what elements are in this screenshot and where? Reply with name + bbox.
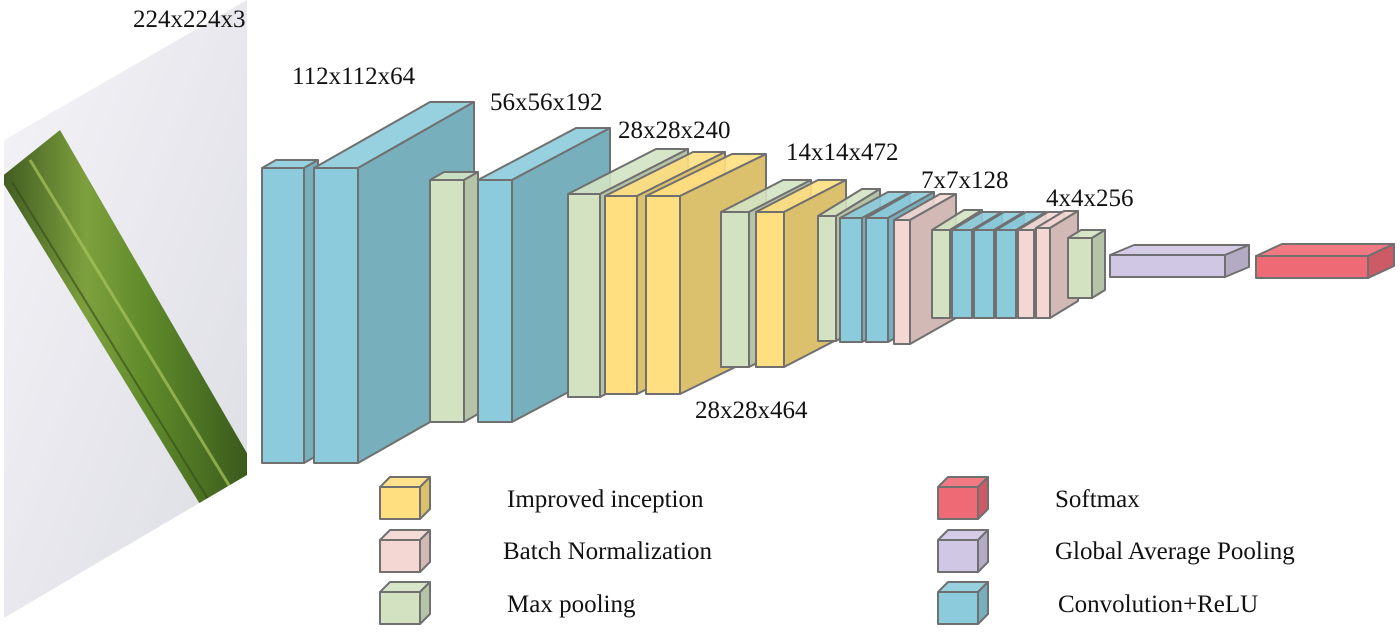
legend-icons [379,476,989,625]
layer-blocks [261,101,1395,464]
input-size-label: 224x224x3 [133,6,246,33]
legend-max-pooling-label: Max pooling [507,591,636,618]
conv1-size-label: 112x112x64 [292,63,416,90]
final-size-label: 4x4x256 [1046,185,1134,212]
legend-convolution-relu-label: Convolution+ReLU [1058,591,1259,618]
conv2-size-label: 56x56x192 [490,89,603,116]
gap-block [1109,244,1250,278]
softmax-block [1255,243,1395,279]
legend-softmax-label: Softmax [1055,486,1140,513]
legend-improved-inception-label: Improved inception [507,486,704,513]
inception-b-size-label: 28x28x464 [695,397,808,424]
legend-batch-normalization-icon [379,529,431,573]
inception-a-size-label: 28x28x240 [618,117,731,144]
legend-global-average-pooling-label: Global Average Pooling [1055,538,1295,565]
legend-softmax-icon [937,476,989,520]
legend-improved-inception-icon [379,476,431,520]
maxpool-block-1 [429,171,479,423]
legend-max-pooling-icon [379,581,431,625]
input-leaf-image [4,0,247,618]
conv-block-1 [261,159,319,464]
legend-batch-normalization-label: Batch Normalization [503,538,712,565]
inception-c-size-label: 14x14x472 [786,139,899,166]
legend-global-average-pooling-icon [937,529,989,573]
inception-d-size-label: 7x7x128 [921,167,1009,194]
legend-convolution-relu-icon [937,581,989,625]
maxpool-block-6 [1067,229,1106,299]
